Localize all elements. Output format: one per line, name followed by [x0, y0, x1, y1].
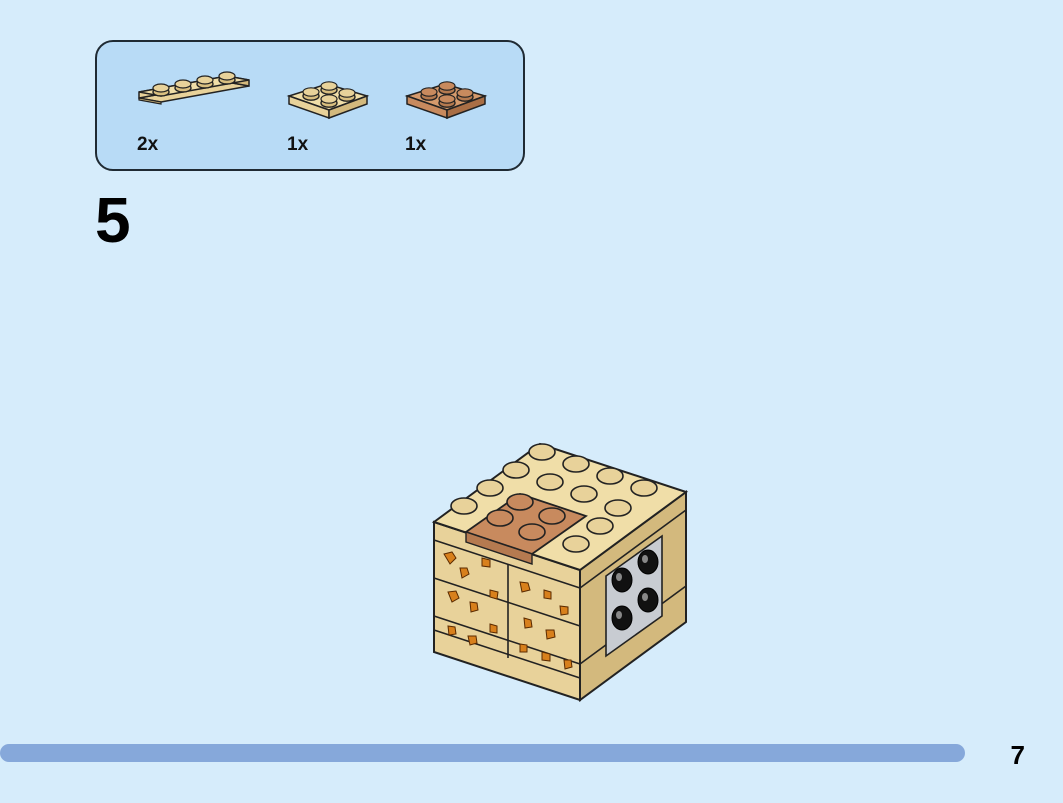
page-number: 7: [1010, 740, 1025, 770]
part-quantity-3: 1x: [405, 134, 427, 155]
brown-plate-2x2-image: [404, 81, 488, 120]
part-brown-plate-2x2: [404, 70, 489, 122]
part-tan-plate-1x4: [137, 64, 257, 105]
assembled-model-illustration: [430, 430, 692, 707]
part-quantity-2: 1x: [287, 134, 309, 155]
tan-plate-1x4-image: [138, 71, 250, 105]
part-tan-plate-2x2: [286, 70, 371, 122]
part-quantity-1: 2x: [137, 134, 159, 155]
step-number: 5: [95, 184, 131, 256]
parts-callout-box: 2x 1x: [95, 40, 525, 171]
lego-cube-model-image: [431, 442, 689, 702]
progress-bar: [0, 744, 965, 762]
tan-plate-2x2-image: [286, 81, 370, 120]
progress-bar-fill: [0, 744, 965, 762]
